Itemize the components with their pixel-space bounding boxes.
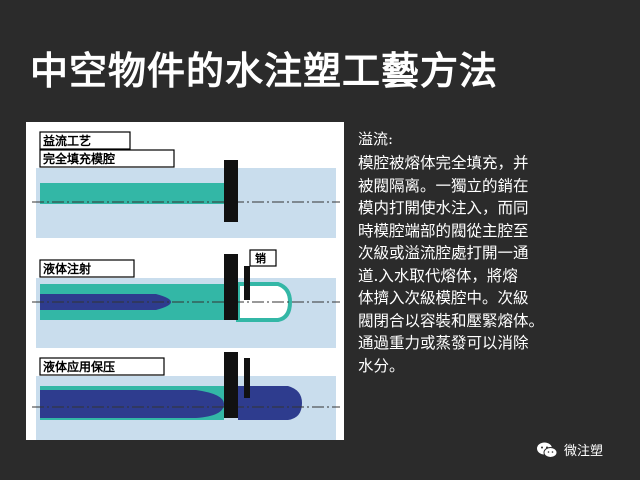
- water-pin-2: [244, 266, 250, 300]
- description-line: 閥閉合以容裝和壓緊熔体。: [358, 311, 545, 330]
- description-panel: 溢流: 模腔被熔体完全填充，并被閥隔离。一獨立的銷在模内打開使水注入，而同時模腔…: [350, 122, 616, 377]
- pin-label-box: [249, 249, 277, 267]
- valve-pin-1: [224, 160, 238, 222]
- stage-4-label-box: [39, 357, 165, 376]
- stage-2-label-box: [39, 149, 175, 168]
- stage-4-label: 液体应用保压: [43, 359, 115, 374]
- stage-3-label-box: [39, 259, 135, 278]
- watermark: 微注塑: [536, 440, 603, 459]
- water-pin-3: [244, 358, 250, 398]
- description-line: 時模腔端部的閥從主腔至: [358, 221, 529, 240]
- melt-1: [40, 183, 224, 204]
- stage-2-label: 完全填充模腔: [43, 151, 115, 166]
- overflow-cavity-3: [238, 386, 302, 420]
- description-line: 次級或溢流腔處打開一通: [358, 244, 529, 262]
- watermark-text: 微注塑: [564, 444, 604, 459]
- process-diagram-svg: 益流工艺 完全填充模腔 液体注射 销 液体应用保压: [32, 131, 340, 440]
- stage-3-label: 液体注射: [43, 261, 91, 276]
- valve-pin-3: [224, 352, 238, 418]
- description-heading: 溢流:: [358, 130, 394, 148]
- description-line: 水分。: [358, 356, 405, 375]
- description-line: 体擠入次級模腔中。次級: [358, 289, 529, 307]
- description-line: 通過重力或蒸發可以消除: [358, 334, 529, 352]
- page-title: 中空物件的水注塑工藝方法: [30, 49, 499, 93]
- description-body: 模腔被熔体完全填充，并被閥隔离。一獨立的銷在模内打開使水注入，而同時模腔端部的閥…: [358, 152, 616, 377]
- wechat-icon: [537, 442, 558, 458]
- water-core-3: [40, 390, 224, 418]
- stage-1-label-box: [39, 131, 131, 150]
- process-diagram: 益流工艺 完全填充模腔 液体注射 销 液体应用保压: [26, 122, 344, 440]
- valve-pin-2: [224, 254, 238, 320]
- water-core-2: [40, 294, 171, 310]
- description-line: 被閥隔离。一獨立的銷在: [358, 176, 529, 195]
- stage-1-label: 益流工艺: [43, 133, 91, 148]
- description-line: 模内打開使水注入，而同: [358, 199, 529, 217]
- description-line: 模腔被熔体完全填充，并: [358, 154, 529, 172]
- pin-label: 销: [255, 251, 266, 265]
- description-line: 道.入水取代熔体，將熔: [358, 266, 518, 285]
